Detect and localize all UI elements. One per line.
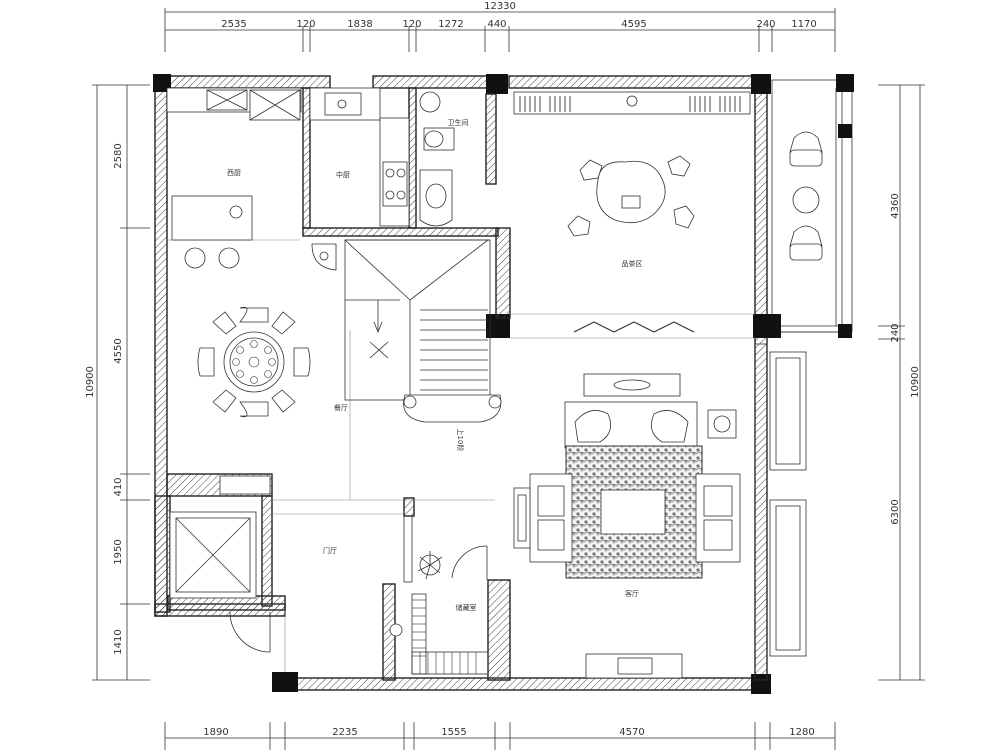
room-label-dining: 餐厅	[334, 403, 348, 412]
west-kitchen: 西厨	[166, 87, 302, 269]
dim-top-6: 440	[487, 19, 506, 30]
chinese-kitchen: 中厨	[309, 87, 410, 227]
room-label-tea-area: 品茶区	[622, 259, 643, 268]
dim-left-4: 1950	[113, 539, 124, 564]
left-dimensions: 10900 2580 4550 410 1950 1410	[85, 84, 150, 681]
dim-left-3: 410	[113, 477, 124, 496]
dining-area: 餐厅	[197, 306, 348, 418]
dim-top-9: 1170	[791, 19, 816, 30]
dim-right-1: 4360	[890, 193, 901, 218]
dim-left-total: 10900	[85, 366, 96, 398]
living-room: 客厅	[513, 373, 741, 679]
elevator-shaft	[169, 475, 271, 599]
dim-bottom-1: 1890	[203, 727, 228, 738]
room-label-west-kitchen: 西厨	[227, 169, 241, 177]
tea-area: 品茶区	[513, 91, 751, 333]
dim-right-3: 6300	[890, 499, 901, 524]
room-label-entrance: 门厅	[323, 546, 337, 555]
room-label-storage: 储藏室	[456, 603, 477, 612]
dim-right-total: 10900	[910, 366, 921, 398]
room-label-chinese-kitchen: 中厨	[336, 170, 350, 179]
dim-top-5: 1272	[438, 19, 463, 30]
dim-top-4: 120	[402, 19, 421, 30]
dim-left-1: 2580	[113, 143, 124, 168]
balcony-furniture	[789, 131, 823, 261]
bathroom: 卫生间	[419, 91, 469, 227]
dim-left-2: 4550	[113, 338, 124, 363]
dim-top-2: 120	[296, 19, 315, 30]
dim-bottom-2: 2235	[332, 727, 357, 738]
dim-top-1: 2535	[221, 19, 246, 30]
stairs-up-label: 上10阶	[456, 429, 465, 452]
dim-left-5: 1410	[113, 629, 124, 654]
room-label-bathroom: 卫生间	[448, 118, 469, 127]
dim-top-8: 240	[756, 19, 775, 30]
dim-bottom-4: 4570	[619, 727, 644, 738]
dim-bottom-5: 1280	[789, 727, 814, 738]
dim-top-7: 4595	[621, 19, 646, 30]
room-label-living: 客厅	[625, 589, 639, 598]
storage-room: 储藏室	[389, 593, 489, 675]
dim-top-total: 12330	[484, 1, 516, 12]
staircase: 上10阶	[311, 239, 502, 452]
dim-bottom-3: 1555	[441, 727, 466, 738]
dim-top-3: 1838	[347, 19, 372, 30]
entrance-hall: 门厅	[229, 515, 488, 653]
interior-walls	[154, 87, 768, 681]
bottom-dimensions: 1890 2235 1555 4570 1280	[164, 722, 836, 750]
right-exterior-panels	[769, 351, 807, 657]
dim-right-2: 240	[890, 323, 901, 342]
top-dimensions: 12330 2535 120 1838 120 1272 440 4595 24…	[164, 1, 836, 52]
right-dimensions: 4360 240 6300 10900	[878, 84, 925, 681]
